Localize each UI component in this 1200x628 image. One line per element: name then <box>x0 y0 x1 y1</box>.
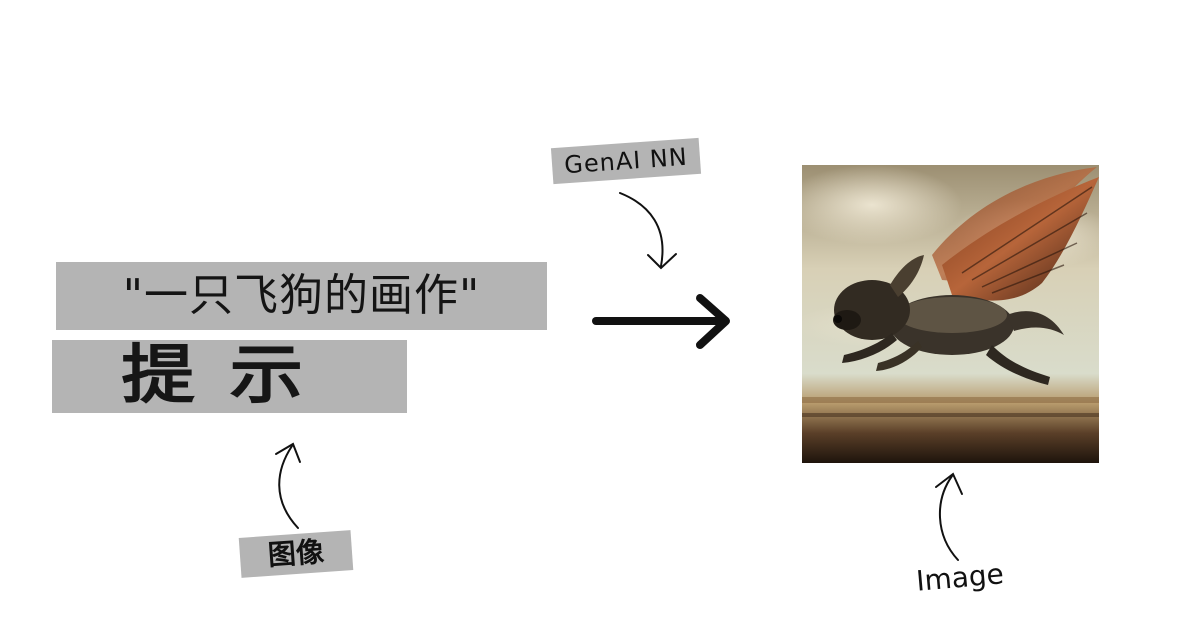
prompt-text: "一只飞狗的画作" <box>122 270 481 321</box>
model-pointer-arrow-icon <box>619 192 677 270</box>
prompt-pointer-arrow-icon <box>275 442 301 529</box>
main-arrow-icon <box>592 294 730 349</box>
prompt-highlight <box>56 262 547 330</box>
image-pointer-arrow-icon <box>935 472 963 561</box>
prompt-label-highlight <box>52 340 407 413</box>
generated-image <box>802 165 1099 463</box>
prompt-label: 提示 <box>121 339 338 413</box>
